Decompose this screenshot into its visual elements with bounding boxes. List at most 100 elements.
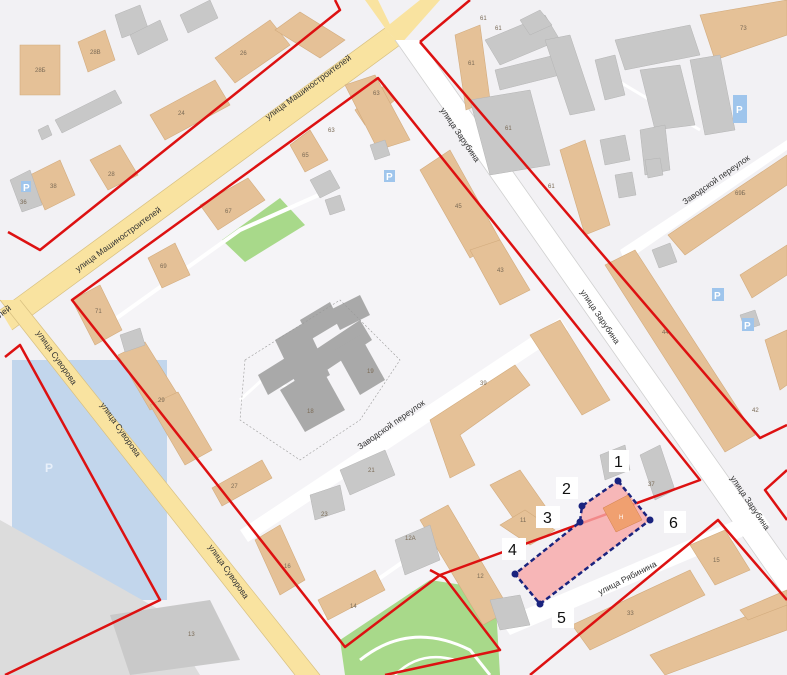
building-gray xyxy=(394,524,441,576)
building-gray xyxy=(369,139,391,161)
parking-icon xyxy=(21,181,31,192)
building xyxy=(71,284,123,346)
house-number: 44 xyxy=(662,330,669,336)
vertex-label-1: 1 xyxy=(614,454,623,471)
building-gray xyxy=(309,484,346,521)
inner-road xyxy=(98,188,331,332)
building xyxy=(699,0,787,61)
house-number: 29 xyxy=(158,398,165,404)
parking-label: P xyxy=(744,321,751,332)
vertex-5[interactable] xyxy=(536,600,544,608)
vertex-labels: 1 2 3 4 5 6 xyxy=(502,450,686,628)
building-gray xyxy=(37,124,53,141)
house-number: 23 xyxy=(321,512,328,518)
vertex-1[interactable] xyxy=(614,477,622,485)
house-number: 26 xyxy=(240,51,247,57)
vertex-label-4: 4 xyxy=(508,542,517,559)
house-number: 12 xyxy=(477,574,484,580)
park-path xyxy=(359,635,492,675)
parking-signs: P P P P P P xyxy=(21,95,754,475)
house-number: 61 xyxy=(548,184,555,190)
building xyxy=(149,391,213,466)
road-mashinostroiteley xyxy=(0,28,400,330)
building-cross-outline xyxy=(239,299,401,461)
road-top-vertical xyxy=(352,0,400,45)
road-zavodskoy xyxy=(240,318,568,542)
building xyxy=(429,364,531,479)
boundary-line xyxy=(419,0,471,43)
boundary-line xyxy=(529,518,787,675)
building xyxy=(571,569,706,651)
building-gray xyxy=(689,54,736,136)
house-number: 27 xyxy=(231,484,238,490)
building-gray xyxy=(54,89,123,134)
label-bg xyxy=(609,450,629,472)
building-gray xyxy=(614,24,701,71)
building xyxy=(29,159,76,211)
building-gray xyxy=(309,169,341,199)
buildings xyxy=(19,0,787,675)
road-edge xyxy=(0,27,386,311)
label-bg xyxy=(536,506,560,528)
building xyxy=(254,524,306,596)
parking-icon xyxy=(384,170,395,182)
house-number: 71 xyxy=(95,309,102,315)
road-edge xyxy=(394,39,787,601)
label-bg xyxy=(552,606,574,628)
building-gray xyxy=(469,89,551,176)
building xyxy=(211,459,273,507)
building xyxy=(289,129,329,173)
house-number: 14 xyxy=(350,604,357,610)
plot-vertices xyxy=(511,477,654,608)
building xyxy=(739,589,787,621)
building-gray xyxy=(119,327,146,353)
building xyxy=(344,74,411,151)
building xyxy=(529,319,611,416)
label-bg xyxy=(664,511,686,533)
house-number: 61 xyxy=(480,16,487,22)
house-number: 28 xyxy=(108,172,115,178)
building xyxy=(147,242,191,289)
building xyxy=(764,329,787,391)
house-number: 61 xyxy=(495,26,502,32)
vertex-label-2: 2 xyxy=(562,481,571,498)
building xyxy=(469,239,531,306)
building-gray xyxy=(339,449,396,496)
road-mashinostroiteley-top xyxy=(385,0,440,45)
parking-label: P xyxy=(714,291,721,302)
vertex-6[interactable] xyxy=(646,516,654,524)
vertex-label-6: 6 xyxy=(669,515,678,532)
vertex-4[interactable] xyxy=(511,570,519,578)
building-gray xyxy=(544,34,596,116)
parking-label: P xyxy=(736,105,743,116)
house-numbers: 28Б 28В 26 24 28 38 36 61 61 61 61 61 63… xyxy=(20,16,759,638)
vertex-label-5: 5 xyxy=(557,610,566,627)
building xyxy=(149,79,231,141)
house-number: 61 xyxy=(505,126,512,132)
building xyxy=(89,144,139,191)
parking-icon xyxy=(733,95,747,123)
vertex-2[interactable] xyxy=(578,502,586,510)
house-number: 38 xyxy=(50,184,57,190)
house-number: 37 xyxy=(648,482,655,488)
building-gray xyxy=(599,134,631,166)
parking-label: P xyxy=(23,183,30,194)
building xyxy=(559,139,611,236)
parking-label: P xyxy=(386,172,393,183)
green-area xyxy=(222,198,305,262)
house-number: 28В xyxy=(90,50,101,56)
road-zavodskoy-right xyxy=(620,140,787,262)
house-number: 13 xyxy=(188,632,195,638)
vertex-3[interactable] xyxy=(576,518,584,526)
house-number: 43 xyxy=(497,268,504,274)
house-number: 67 xyxy=(225,209,232,215)
building-cross xyxy=(258,295,385,432)
house-number: 73 xyxy=(740,26,747,32)
boundary-line xyxy=(70,76,702,649)
boundary-line xyxy=(384,568,502,675)
building xyxy=(214,19,291,84)
parking-icon xyxy=(712,288,724,301)
building-gray xyxy=(324,194,346,216)
plot-building-marker: Н xyxy=(619,515,623,521)
